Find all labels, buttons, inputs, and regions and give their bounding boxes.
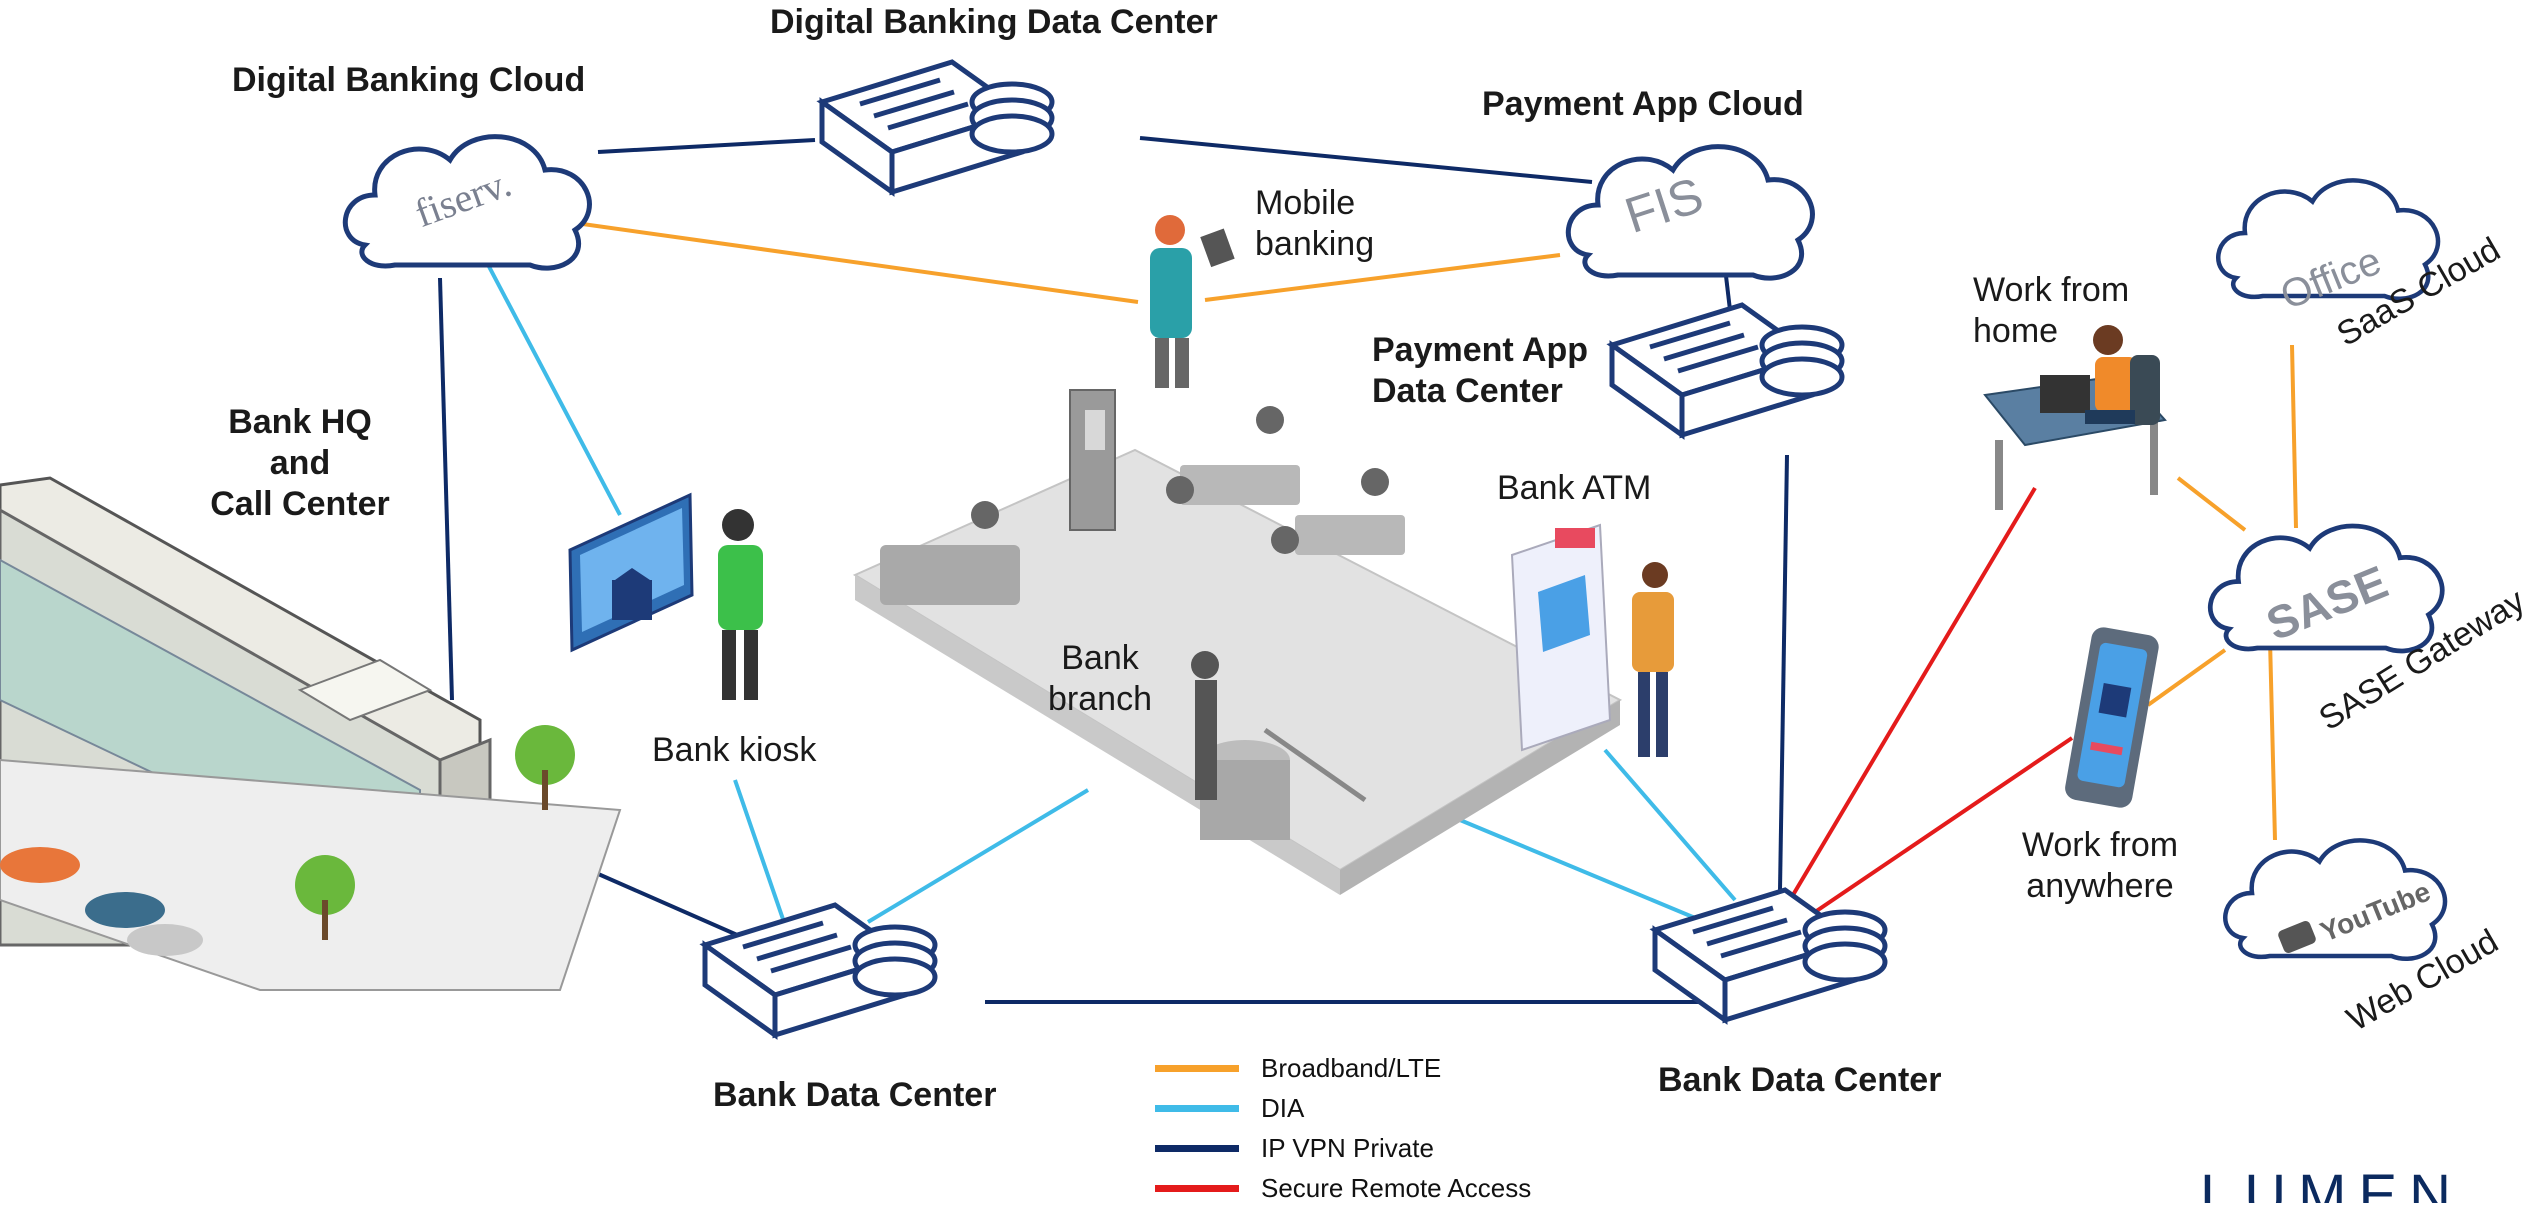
legend-swatch-vpn	[1155, 1144, 1239, 1152]
legend-swatch-remote	[1155, 1184, 1239, 1192]
label-work-from-anywhere: Work from anywhere	[2000, 825, 2200, 907]
work-from-home-icon	[1983, 325, 2167, 510]
label-bank-atm: Bank ATM	[1497, 469, 1652, 507]
label-padc-line1: Payment App	[1372, 331, 1589, 369]
label-bank-hq: Bank HQ and Call Center	[190, 402, 410, 524]
label-digital-banking-cloud: Digital Banking Cloud	[232, 61, 586, 99]
bank-branch-illustration	[852, 389, 1623, 895]
legend-swatch-broadband	[1155, 1064, 1239, 1072]
label-bank-branch: Bank branch	[1030, 638, 1170, 720]
label-bank-kiosk: Bank kiosk	[652, 731, 817, 769]
label-digital-banking-data-center: Digital Banking Data Center	[770, 3, 1218, 41]
legend-swatch-dia	[1155, 1104, 1239, 1112]
label-work-from-home: Work from home	[1973, 270, 2129, 352]
label-wfa-line1: Work from	[2021, 826, 2179, 864]
mobile-banking-person-icon	[1150, 215, 1235, 388]
label-mobile-banking: Mobile banking	[1255, 183, 1374, 265]
label-bank-hq-line3: Call Center	[210, 484, 390, 523]
label-wfa-line2: anywhere	[2026, 866, 2174, 905]
legend-item-broadband: Broadband/LTE	[1155, 1048, 1531, 1088]
remote-access-links	[1788, 486, 2074, 914]
label-bank-hq-line2: and	[269, 443, 331, 482]
dia-links	[473, 239, 1737, 927]
legend-label-remote: Secure Remote Access	[1261, 1172, 1532, 1203]
bank-data-center-left-icon	[705, 905, 935, 1035]
bank-atm-icon	[1510, 523, 1674, 757]
lumen-logo: LUMEN	[2200, 1163, 2463, 1203]
label-mobile-line1: Mobile	[1255, 184, 1356, 222]
legend-item-vpn: IP VPN Private	[1155, 1128, 1531, 1168]
label-branch-line1: Bank	[1061, 639, 1139, 677]
youtube-play-icon	[2278, 921, 2316, 953]
label-mobile-line2: banking	[1255, 224, 1375, 263]
label-payment-app-cloud: Payment App Cloud	[1482, 85, 1804, 123]
work-from-anywhere-phone-icon	[2065, 627, 2159, 808]
legend-label-broadband: Broadband/LTE	[1261, 1052, 1442, 1083]
label-bank-data-center-left: Bank Data Center	[713, 1076, 997, 1114]
bank-kiosk-icon	[568, 492, 763, 700]
legend-item-remote: Secure Remote Access	[1155, 1168, 1531, 1208]
label-wfh-line1: Work from	[1973, 271, 2130, 309]
broadband-links	[539, 216, 2298, 841]
legend-label-dia: DIA	[1261, 1092, 1305, 1123]
label-bank-data-center-right: Bank Data Center	[1658, 1061, 1942, 1099]
label-padc-line2: Data Center	[1372, 371, 1563, 410]
label-payment-app-data-center: Payment App Data Center	[1372, 330, 1588, 412]
label-branch-line2: branch	[1048, 679, 1152, 718]
digital-banking-data-center-icon	[822, 62, 1052, 192]
bank-hq-building-icon	[0, 476, 622, 991]
legend: Broadband/LTE DIA IP VPN Private Secure …	[1155, 1048, 1531, 1208]
legend-item-dia: DIA	[1155, 1088, 1531, 1128]
payment-app-data-center-icon	[1612, 305, 1842, 435]
label-bank-hq-line1: Bank HQ	[228, 403, 372, 441]
legend-label-vpn: IP VPN Private	[1261, 1132, 1434, 1163]
label-wfh-line2: home	[1973, 311, 2059, 350]
